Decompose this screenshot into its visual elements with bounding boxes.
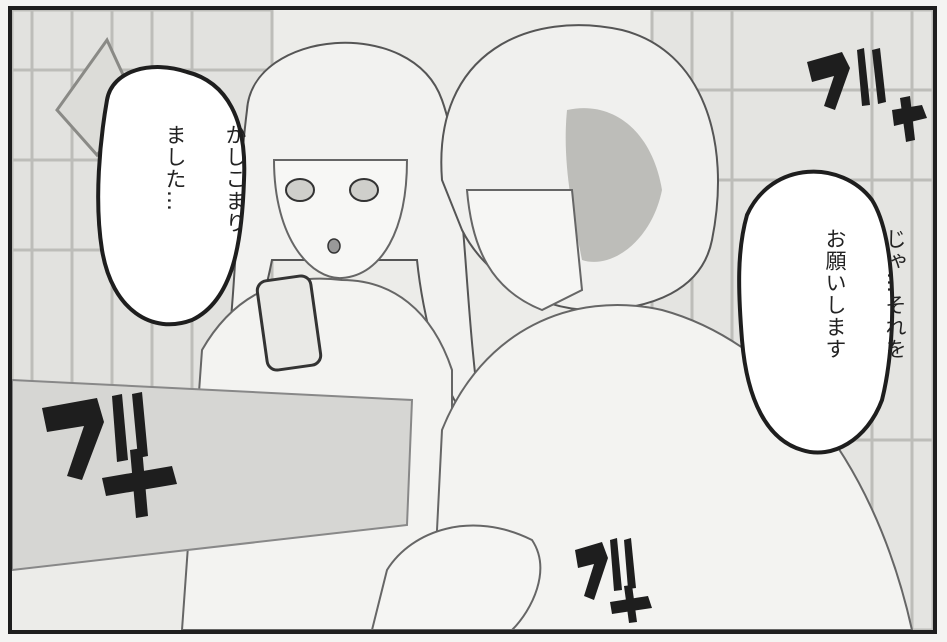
sfx-bottom <box>575 538 652 623</box>
girl-eye-left <box>285 178 315 202</box>
speech-text-left: かしこまり ました… <box>130 124 280 304</box>
speech-line: かしこまり <box>223 124 247 234</box>
girl-mouth <box>327 238 341 254</box>
speech-bubble-right <box>737 169 895 455</box>
girl-eye-right <box>349 178 379 202</box>
phone <box>255 274 323 372</box>
boy-hand <box>370 524 542 630</box>
sfx-left <box>42 392 177 518</box>
boy-hair-shade <box>565 108 662 262</box>
foreground-tone <box>12 378 414 572</box>
boy-body <box>430 304 914 630</box>
sfx-top-right <box>807 48 927 142</box>
boy-face <box>465 189 584 312</box>
speech-text-right: じゃ…それを お願いします <box>790 228 933 428</box>
speech-line: お願いします <box>823 228 847 360</box>
speech-bubble-left <box>96 65 247 327</box>
scene-illustration <box>12 10 933 630</box>
speech-line: じゃ…それを <box>883 228 907 360</box>
manga-panel: かしこまり ました… じゃ…それを お願いします <box>8 6 937 634</box>
speech-line: ました… <box>163 124 187 212</box>
